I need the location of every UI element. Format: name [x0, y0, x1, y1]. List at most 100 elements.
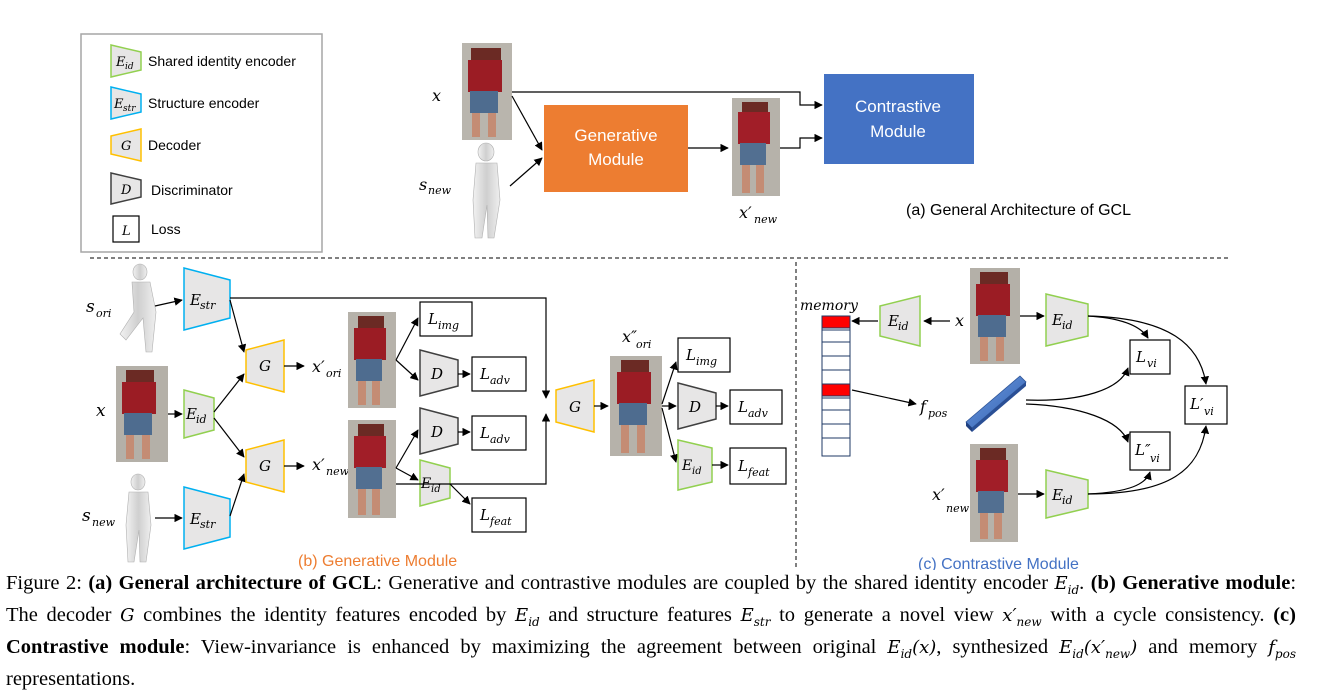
panel-c-loss-vi: L vi: [1129, 339, 1171, 375]
caption-g: G: [120, 605, 135, 627]
panel-b-sori-label: s: [86, 297, 95, 317]
panel-b-estr-bottom-symbol: E: [189, 510, 201, 528]
panel-b-loss-adv-cycle: L adv: [729, 389, 783, 425]
panel-c-x-photo: [970, 268, 1020, 364]
legend-discriminator-symbol: D: [120, 183, 132, 198]
panel-a-caption: (a) General Architecture of GCL: [906, 202, 1131, 219]
panel-c-loss-vi-prime-symbol: L′: [1189, 395, 1204, 413]
panel-b-loss-feat-cycle: L feat: [729, 447, 787, 485]
memory-label: memory: [800, 298, 859, 314]
caption-f-sub: pos: [1274, 647, 1296, 662]
caption-b-text3: and structure features: [539, 604, 741, 627]
panel-c: memory E id x: [800, 268, 1228, 570]
panel-b-discriminator-bottom-symbol: D: [430, 423, 443, 441]
panel-b-eid-cycle-sub: id: [692, 466, 702, 477]
legend-decoder-symbol: G: [121, 139, 131, 154]
panel-c-xnew-label: x′: [932, 485, 945, 504]
panel-b-sori-sub: ori: [96, 307, 111, 320]
panel-c-loss-vi-prime: L′ vi: [1184, 385, 1228, 425]
caption-f: f: [1268, 637, 1275, 659]
legend-eid-symbol: E: [115, 55, 126, 70]
panel-b-discriminator-bottom: D: [419, 407, 459, 455]
caption-b-text1: : The decoder: [6, 572, 1297, 627]
legend-loss-icon: L: [112, 215, 140, 243]
legend-estr-icon: E str: [110, 86, 142, 120]
memory-slot-highlight-bottom: [821, 383, 851, 397]
panel-b-eid-sub: id: [196, 413, 207, 426]
caption-b-text4: to generate a novel view: [770, 604, 1003, 627]
panel-c-eid-x: E id: [1045, 293, 1089, 347]
memory-bank: [821, 315, 851, 457]
panel-b-estr-top-sub: str: [200, 299, 216, 312]
panel-c-fpos-sub: pos: [928, 407, 948, 420]
panel-b-estr-top: E str: [183, 267, 231, 331]
panel-b: s ori E str x E id s new: [82, 263, 787, 570]
caption-eid-3: E: [887, 637, 901, 659]
legend-structure-encoder-label: Structure encoder: [148, 95, 260, 111]
panel-b-loss-adv-top-sub: adv: [490, 374, 511, 387]
caption-xnew-2-sub: new: [1105, 647, 1131, 662]
legend-discriminator-icon: D: [110, 172, 142, 205]
panel-c-fpos-label: f: [919, 397, 929, 416]
panel-c-eid-x-sub: id: [1062, 319, 1073, 332]
panel-c-caption: (c) Contrastive Module: [918, 556, 1079, 570]
panel-b-loss-img-top: L img: [419, 301, 473, 337]
caption-eid-3-sub: id: [900, 647, 913, 662]
figure-caption: Figure 2: (a) General architecture of GC…: [6, 572, 1297, 691]
panel-b-loss-adv-top: L adv: [471, 356, 527, 392]
panel-a-snew-body-icon: [472, 142, 501, 239]
caption-b-text2: combines the identity features encoded b…: [134, 604, 516, 627]
panel-b-eid-cycle: E id: [677, 439, 713, 491]
caption-c-text4: representations.: [6, 668, 136, 691]
panel-c-eid-xnew-symbol: E: [1051, 486, 1063, 504]
panel-c-loss-vi-dprime-sub: vi: [1150, 452, 1160, 465]
caption-eid-2-sub: id: [528, 615, 540, 630]
caption-c-text1: : View-invariance is enhanced by maximiz…: [184, 636, 888, 659]
legend-estr-sub: str: [123, 104, 136, 114]
panel-b-eid: E id: [183, 389, 215, 439]
panel-b-loss-feat-cycle-symbol: L: [737, 457, 748, 475]
memory-slot-highlight-top: [821, 315, 851, 329]
panel-b-eid-feat-sub: id: [431, 484, 441, 495]
generative-module-box: [544, 105, 688, 192]
caption-eid-4: E: [1059, 637, 1073, 659]
caption-a-text: : Generative and contrastive modules are…: [376, 572, 1055, 594]
panel-b-decoder-cycle-symbol: G: [569, 398, 581, 416]
caption-c-text2: , synthesized: [936, 636, 1060, 659]
panel-b-xori-prime-label: x′: [312, 357, 325, 376]
panel-c-eid-xnew: E id: [1045, 469, 1089, 519]
panel-b-estr-top-symbol: E: [189, 291, 201, 309]
panel-b-estr-bottom: E str: [183, 486, 231, 550]
legend-estr-symbol: E: [113, 97, 124, 112]
panel-b-eid-feat: E id: [419, 459, 451, 507]
panel-b-xnew-prime-label: x′: [312, 455, 325, 474]
panel-b-xori-dprime-label: x″: [622, 327, 637, 346]
panel-b-discriminator-cycle: D: [677, 382, 717, 430]
panel-a-x-label: x: [432, 86, 441, 105]
panel-b-caption: (b) Generative Module: [298, 553, 457, 570]
panel-a-xnew-photo: [732, 98, 780, 196]
caption-c-title: (c) Contrastive module: [6, 604, 1296, 659]
panel-b-loss-img-top-symbol: L: [427, 310, 438, 328]
panel-b-decoder-cycle: G: [555, 379, 595, 433]
panel-b-loss-adv-top-symbol: L: [479, 365, 490, 383]
panel-c-x-label: x: [955, 311, 964, 330]
caption-xnew-2: x′: [1090, 637, 1106, 659]
caption-b-title: (b) Generative module: [1090, 572, 1291, 594]
panel-b-x-label: x: [96, 401, 106, 421]
legend-loss-label: Loss: [151, 221, 181, 237]
legend-loss-symbol: L: [121, 224, 131, 239]
panel-b-xori-dprime-sub: ori: [636, 338, 651, 351]
panel-b-snew-label: s: [82, 506, 91, 526]
legend: E id Shared identity encoder E str Struc…: [80, 33, 323, 253]
panel-c-loss-vi-prime-sub: vi: [1204, 405, 1214, 418]
panel-b-sori-body-icon: [119, 263, 157, 353]
panel-b-eid-cycle-symbol: E: [681, 458, 692, 474]
panel-c-eid-x-symbol: E: [1051, 311, 1063, 329]
panel-b-loss-feat-bottom-sub: feat: [489, 515, 512, 528]
caption-eid-4-sub: id: [1072, 647, 1084, 662]
panel-b-loss-adv-bottom-symbol: L: [479, 424, 490, 442]
panel-b-xori-prime-photo: [348, 312, 396, 408]
panel-a-xnew-label: x′: [739, 203, 752, 222]
caption-c-text3: and memory: [1137, 636, 1269, 659]
